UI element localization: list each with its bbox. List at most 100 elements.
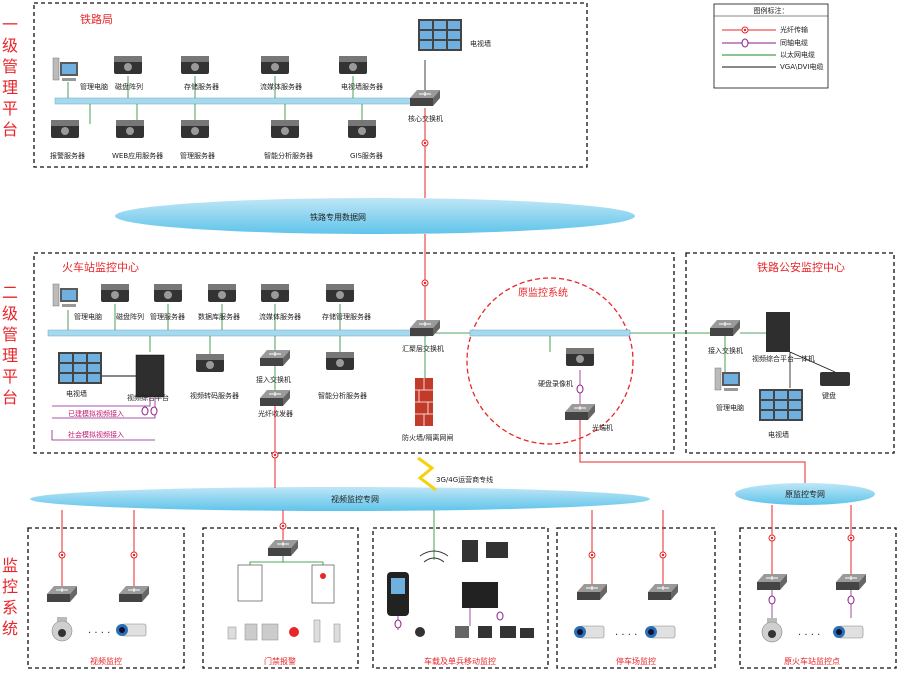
station-platform-icon xyxy=(135,354,165,398)
analog-link-a: 已建模拟视频接入 xyxy=(68,409,124,418)
station-transceiver-icon xyxy=(259,389,291,407)
legend-item: 光纤传输 xyxy=(780,25,808,34)
bureau-tv-wall-icon xyxy=(418,19,462,51)
bureau-bus-bar xyxy=(54,97,426,105)
station-analysis-server-icon xyxy=(326,352,354,370)
legend-item: 以太网电缆 xyxy=(780,50,815,59)
legend: 图例标注： 光纤传输 同轴电缆 以太网电缆 VGA\DVI电缆 xyxy=(713,3,829,89)
bureau-tv-wall-label: 电视墙 xyxy=(470,39,491,48)
station-mgmt-server-icon xyxy=(154,284,182,302)
station-center-title: 火车站监控中心 xyxy=(62,260,139,274)
vehicle-camera-icon xyxy=(462,540,478,562)
station-decode-server-icon xyxy=(196,354,224,372)
subsystem-label: 门禁报警 xyxy=(264,656,296,666)
bureau-bottom-label: WEB应用服务器 xyxy=(112,151,163,160)
station-decode-label: 视频转码服务器 xyxy=(190,391,239,400)
legacy-bullet-camera-icon xyxy=(832,625,864,639)
bureau-stream-server-icon xyxy=(261,56,289,74)
station-top-label: 管理电脑 xyxy=(74,312,102,321)
railway-bureau-title: 铁路局 xyxy=(80,13,113,26)
bureau-storage-server-icon xyxy=(181,56,209,74)
carrier-line-label: 3G/4G运营商专线 xyxy=(436,475,493,484)
station-top-label: 存储管理服务器 xyxy=(322,312,371,321)
subsystem-box-video xyxy=(27,527,185,669)
bureau-disk-array-icon xyxy=(114,56,142,74)
tier1-label: 一级管理平台 xyxy=(2,15,19,139)
access-switch-icon xyxy=(267,539,299,557)
access-peripheral-icons xyxy=(227,619,341,643)
police-center-title: 铁路公安监控中心 xyxy=(757,260,845,274)
video-network-label: 视频监控专网 xyxy=(331,494,379,504)
legend-item: VGA\DVI电缆 xyxy=(780,62,823,71)
station-top-label: 数据库服务器 xyxy=(198,312,240,321)
firewall-icon xyxy=(415,378,433,426)
station-bus-bar xyxy=(47,329,429,337)
station-top-label: 流媒体服务器 xyxy=(259,312,301,321)
station-top-label: 磁盘阵列 xyxy=(116,312,144,321)
station-top-label: 管理服务器 xyxy=(150,312,185,321)
legacy-network-label: 原监控专网 xyxy=(785,489,825,499)
video-switch-icon xyxy=(118,585,150,603)
vehicle-display-icon xyxy=(486,542,508,558)
subsystem-box-parking xyxy=(556,527,716,669)
railway-bureau-box xyxy=(33,2,588,168)
agg-switch-label: 汇聚层交换机 xyxy=(402,344,444,353)
svg-text:· · · ·: · · · · xyxy=(615,630,637,641)
vehicle-dvr-icon xyxy=(462,582,498,608)
legacy-dvr-label: 硬盘录像机 xyxy=(538,379,573,388)
bureau-analysis-server-icon xyxy=(271,120,299,138)
police-tv-wall-label: 电视墙 xyxy=(768,430,789,439)
legacy-point-switch-icon xyxy=(835,573,867,591)
station-storage-mgmt-server-icon xyxy=(326,284,354,302)
bureau-top-label: 电视墙服务器 xyxy=(341,82,383,91)
bureau-bottom-label: 管理服务器 xyxy=(180,151,215,160)
police-pc-icon xyxy=(714,367,741,392)
firewall-label: 防火墙/隔离网闸 xyxy=(402,433,453,442)
police-tv-wall-icon xyxy=(759,389,803,421)
station-stream-server-icon xyxy=(261,284,289,302)
police-keyboard-icon xyxy=(820,372,850,386)
legacy-network-cloud xyxy=(735,483,875,505)
police-platform-icon xyxy=(766,312,790,352)
parking-camera-icon xyxy=(644,625,676,639)
legacy-system-title: 原监控系统 xyxy=(518,286,568,299)
station-db-server-icon xyxy=(208,284,236,302)
legend-title: 图例标注： xyxy=(754,6,789,15)
legacy-bus-bar xyxy=(469,329,631,337)
station-disk-array-icon xyxy=(101,284,129,302)
bureau-pc-icon xyxy=(52,57,79,82)
bullet-camera-icon xyxy=(115,623,147,637)
bureau-web-server-icon xyxy=(116,120,144,138)
mobile-peripheral-icons xyxy=(415,626,534,638)
subsystem-label: 停车场监控 xyxy=(616,656,656,666)
bureau-core-switch-icon xyxy=(409,89,441,107)
analog-link-b: 社会模拟视频接入 xyxy=(68,430,124,439)
station-access-switch-icon xyxy=(259,349,291,367)
legacy-dvr-icon xyxy=(566,348,594,366)
subsystem-box-legacy-points xyxy=(739,527,897,669)
svg-text:· · · ·: · · · · xyxy=(88,628,110,639)
door-controller-icon xyxy=(237,564,263,602)
legacy-point-switch-icon xyxy=(756,573,788,591)
parking-camera-icon xyxy=(573,625,605,639)
rail-data-network-cloud xyxy=(115,198,635,234)
police-platform-label: 视频综合平台一体机 xyxy=(752,354,815,363)
video-switch-icon xyxy=(46,585,78,603)
police-keyboard-label: 键盘 xyxy=(822,391,836,400)
station-platform-label: 视频综合平台 xyxy=(127,393,169,402)
legacy-transceiver-label: 光端机 xyxy=(592,423,613,432)
bureau-top-label: 管理电脑 xyxy=(80,82,108,91)
dome-camera-icon xyxy=(51,616,73,642)
subsystem-label: 视频监控 xyxy=(90,656,122,666)
bureau-tvwall-server-icon xyxy=(339,56,367,74)
bureau-bottom-label: 智能分析服务器 xyxy=(264,151,313,160)
agg-switch-icon xyxy=(409,319,441,337)
police-center-box xyxy=(685,252,895,454)
police-pc-label: 管理电脑 xyxy=(716,403,744,412)
station-analysis-label: 智能分析服务器 xyxy=(318,391,367,400)
subsystem-label: 车载及单兵移动监控 xyxy=(424,656,496,666)
bureau-top-label: 流媒体服务器 xyxy=(260,82,302,91)
legacy-dome-camera-icon xyxy=(761,617,783,643)
